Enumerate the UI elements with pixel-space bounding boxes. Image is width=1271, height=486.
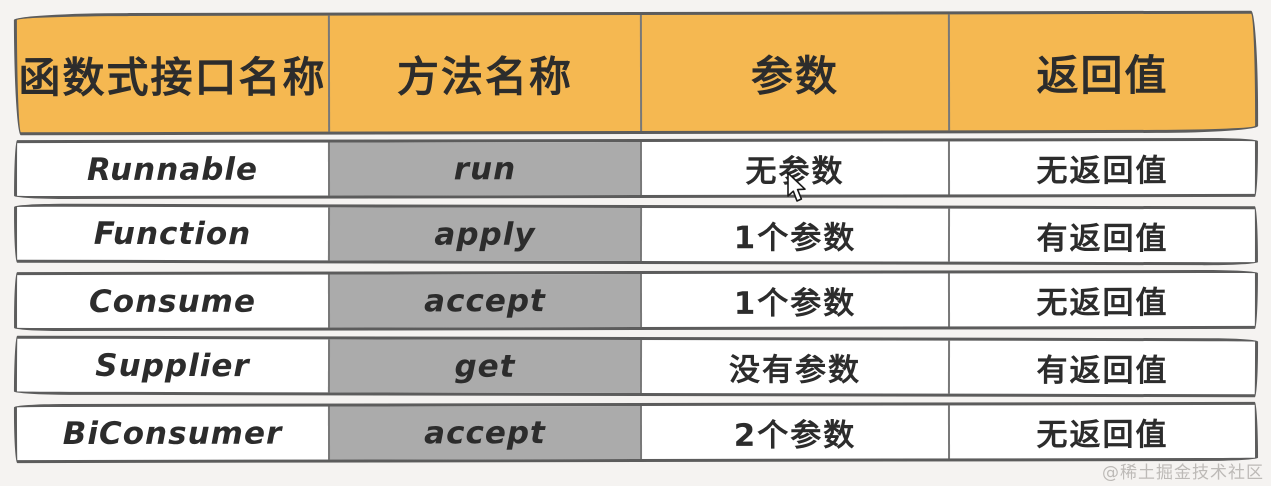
functional-interface-table: 函数式接口名称 方法名称 参数 返回值 Runnable run 无参数 无返回… xyxy=(13,10,1259,469)
cell-return-value: 无返回值 xyxy=(947,140,1256,195)
cell-method-name: get xyxy=(327,339,641,394)
table-row-runnable: Runnable run 无参数 无返回值 xyxy=(13,137,1259,200)
cell-method-name: run xyxy=(327,141,641,196)
cell-params: 1个参数 xyxy=(639,208,949,262)
cell-interface-name: Consume xyxy=(88,283,257,320)
table-row-supplier: Supplier get 没有参数 有返回值 xyxy=(13,335,1259,398)
cell-return-value: 有返回值 xyxy=(947,340,1256,395)
header-cell-params: 参数 xyxy=(639,14,949,131)
cell-params: 没有参数 xyxy=(639,340,949,394)
header-cell-method-name: 方法名称 xyxy=(327,14,641,132)
cell-interface-name: BiConsumer xyxy=(62,415,283,452)
table-header-row: 函数式接口名称 方法名称 参数 返回值 xyxy=(13,10,1259,136)
cell-method-name: apply xyxy=(327,207,641,262)
cell-method-name: accept xyxy=(327,405,641,460)
table-row-function: Function apply 1个参数 有返回值 xyxy=(13,203,1259,266)
table-row-biconsumer: BiConsumer accept 2个参数 无返回值 xyxy=(13,401,1259,464)
mouse-cursor-icon xyxy=(787,172,806,202)
cell-interface-name: Runnable xyxy=(86,151,259,188)
cell-interface-name: Function xyxy=(93,215,252,252)
juejin-watermark: @稀土掘金技术社区 xyxy=(1102,463,1264,483)
table-row-consume: Consume accept 1个参数 无返回值 xyxy=(13,269,1259,332)
header-cell-return-value: 返回值 xyxy=(947,13,1256,131)
cell-return-value: 无返回值 xyxy=(947,272,1256,327)
cell-return-value: 有返回值 xyxy=(947,208,1256,263)
cell-params: 2个参数 xyxy=(639,405,949,459)
cell-params: 1个参数 xyxy=(639,273,949,327)
header-cell-interface-name: 函数式接口名称 xyxy=(18,52,327,102)
cell-return-value: 无返回值 xyxy=(947,404,1256,459)
cell-interface-name: Supplier xyxy=(95,347,250,384)
cell-method-name: accept xyxy=(327,273,641,328)
